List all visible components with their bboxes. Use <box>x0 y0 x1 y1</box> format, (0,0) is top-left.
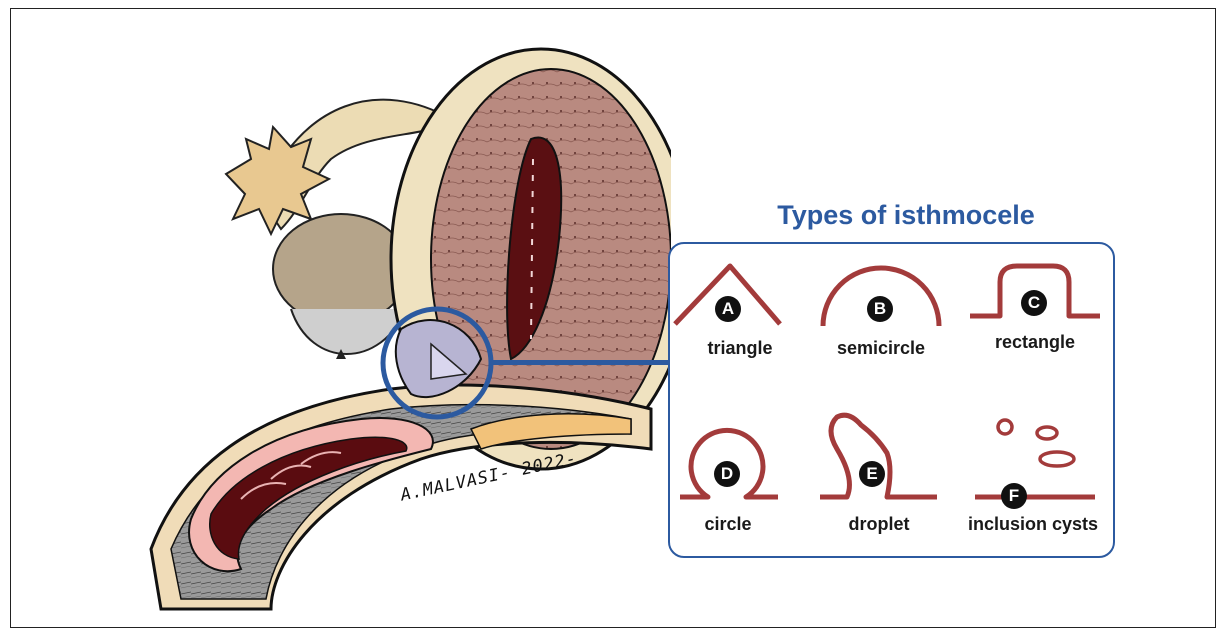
magnifier-circle <box>379 305 495 421</box>
badge-b: B <box>867 296 893 322</box>
circle-shape-icon <box>670 409 810 509</box>
uterus-illustration <box>11 9 671 628</box>
connector-line <box>493 360 669 365</box>
isthmocele-types-panel: A triangle B semicircle C rectangle <box>668 242 1115 558</box>
type-c-cell: C rectangle <box>965 254 1105 394</box>
type-d-label: circle <box>658 514 798 535</box>
type-e-label: droplet <box>809 514 949 535</box>
type-f-cell: F inclusion cysts <box>965 409 1115 549</box>
droplet-shape-icon <box>815 409 955 509</box>
inclusion-cysts-shape-icon <box>965 409 1115 509</box>
badge-c: C <box>1021 290 1047 316</box>
type-a-label: triangle <box>670 338 810 359</box>
badge-d: D <box>714 461 740 487</box>
type-e-cell: E droplet <box>815 409 955 549</box>
figure-frame: A.MALVASI- 2022- Types of isthmocele A t… <box>10 8 1216 628</box>
type-b-cell: B semicircle <box>815 254 955 394</box>
type-b-label: semicircle <box>811 338 951 359</box>
type-d-cell: D circle <box>670 409 810 549</box>
type-f-label: inclusion cysts <box>958 514 1108 535</box>
badge-e: E <box>859 461 885 487</box>
type-a-cell: A triangle <box>670 254 810 394</box>
badge-f: F <box>1001 483 1027 509</box>
badge-a: A <box>715 296 741 322</box>
type-c-label: rectangle <box>965 332 1105 353</box>
diagram-title: Types of isthmocele <box>741 200 1071 231</box>
